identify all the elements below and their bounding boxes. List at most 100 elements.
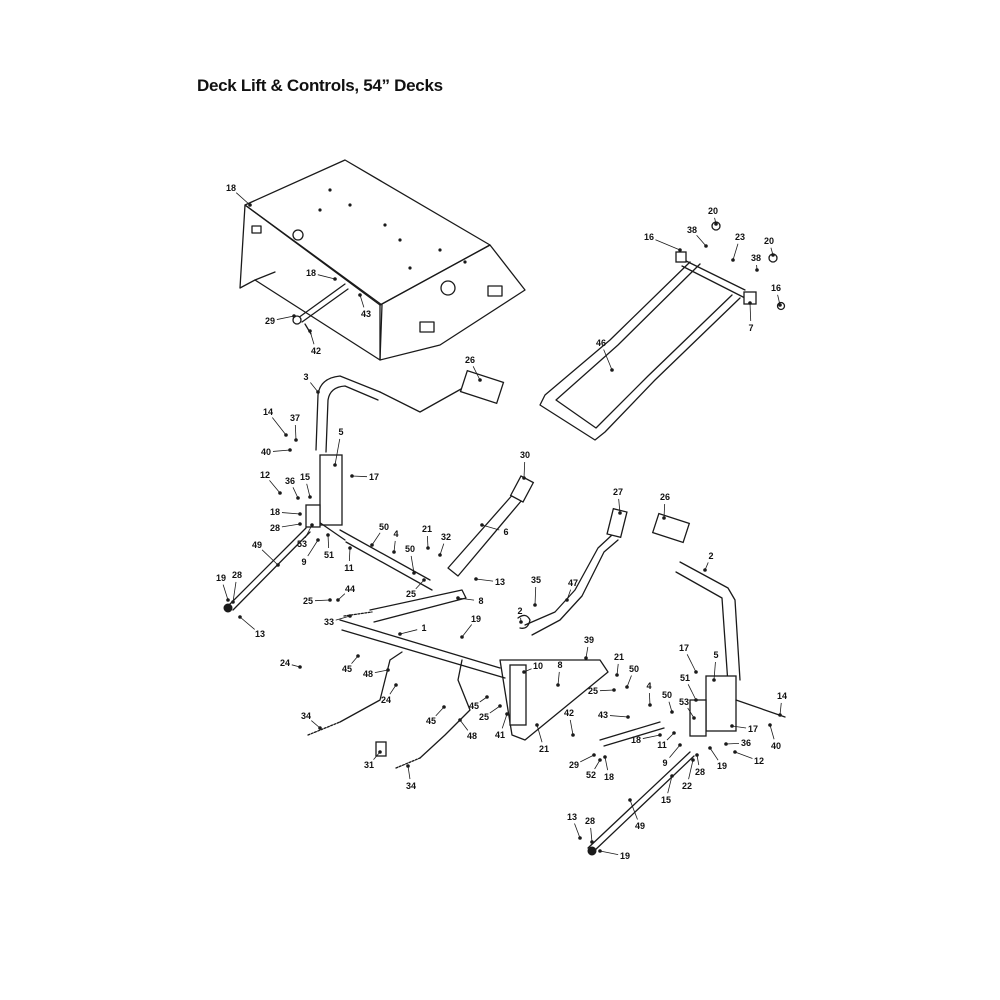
callout-label: 5 — [713, 650, 718, 660]
callout-leader — [310, 382, 319, 393]
callout-19: 19 — [598, 849, 630, 861]
callout-23: 23 — [731, 232, 745, 262]
callout-dot — [298, 665, 302, 669]
callout-leader — [461, 624, 473, 638]
callout-leader — [604, 756, 609, 771]
callout-dot — [284, 433, 288, 437]
callout-label: 45 — [426, 716, 436, 726]
callout-dot — [704, 244, 708, 248]
callout-43: 43 — [598, 710, 630, 720]
callout-label: 25 — [479, 712, 489, 722]
callout-dot — [406, 764, 410, 768]
callout-24: 24 — [381, 683, 398, 705]
callout-label: 46 — [596, 338, 606, 348]
callout-34: 34 — [406, 764, 416, 791]
callout-dot — [695, 753, 699, 757]
right-lift-lever — [599, 512, 786, 747]
callout-dot — [442, 705, 446, 709]
callout-label: 44 — [345, 584, 355, 594]
callout-dot — [350, 474, 354, 478]
callout-leader — [281, 523, 301, 528]
callout-dot — [694, 698, 698, 702]
callout-dot — [288, 448, 292, 452]
callout-leader — [609, 715, 629, 718]
callout-label: 8 — [478, 596, 483, 606]
callout-50: 50 — [405, 544, 416, 575]
callout-label: 18 — [270, 507, 280, 517]
callout-label: 8 — [557, 660, 562, 670]
callout-28: 28 — [270, 522, 302, 533]
callout-leader — [311, 720, 321, 729]
callout-leader — [481, 524, 500, 531]
callout-18: 18 — [270, 507, 302, 517]
callout-label: 35 — [531, 575, 541, 585]
callout-label: 51 — [324, 550, 334, 560]
callout-dot — [612, 688, 616, 692]
callout-leader — [626, 675, 632, 688]
callout-label: 16 — [644, 232, 654, 242]
callout-label: 39 — [584, 635, 594, 645]
callout-dot — [460, 635, 464, 639]
callout-leader — [294, 424, 297, 441]
callout-leader — [557, 671, 560, 686]
callout-dot — [519, 620, 523, 624]
callout-leader — [599, 850, 619, 856]
callout-leader — [393, 540, 396, 553]
callout-leader — [407, 765, 411, 780]
callout-leader — [222, 584, 229, 601]
callout-leader — [566, 589, 572, 601]
callout-dot — [592, 753, 596, 757]
callout-leader — [749, 302, 752, 322]
callout-label: 20 — [764, 236, 774, 246]
callout-dot — [438, 553, 442, 557]
callout-leader — [334, 438, 341, 466]
callout-13: 13 — [567, 812, 582, 840]
callout-16: 16 — [644, 232, 682, 252]
callout-label: 27 — [613, 487, 623, 497]
callout-label: 25 — [303, 596, 313, 606]
callout-label: 3 — [303, 372, 308, 382]
callout-label: 7 — [748, 323, 753, 333]
callout-label: 40 — [771, 741, 781, 751]
callout-label: 51 — [680, 673, 690, 683]
callout-dot — [426, 546, 430, 550]
callout-dot — [356, 654, 360, 658]
callout-25: 25 — [406, 578, 426, 599]
callout-18: 18 — [306, 268, 337, 281]
callout-41: 41 — [495, 712, 509, 740]
callout-dot — [276, 563, 280, 567]
callout-dot — [386, 668, 390, 672]
callout-39: 39 — [584, 635, 594, 660]
callout-52: 52 — [586, 758, 602, 780]
callout-leader — [642, 734, 661, 739]
callout-51: 51 — [324, 533, 334, 560]
callout-dot — [708, 746, 712, 750]
callout-leader — [585, 646, 589, 659]
callout-label: 40 — [261, 447, 271, 457]
callout-34: 34 — [301, 711, 322, 730]
callout-dot — [590, 840, 594, 844]
callout-label: 37 — [290, 413, 300, 423]
callout-label: 34 — [406, 781, 416, 791]
callout-dot — [672, 731, 676, 735]
callout-dot — [755, 268, 759, 272]
callout-dot — [714, 222, 718, 226]
callout-label: 34 — [301, 711, 311, 721]
callout-leader — [590, 827, 593, 843]
callout-45: 45 — [426, 705, 446, 726]
callout-5: 5 — [333, 427, 344, 467]
callout-dot — [733, 750, 737, 754]
callout-dot — [598, 849, 602, 853]
callout-4: 4 — [646, 681, 652, 707]
callout-dot — [730, 724, 734, 728]
callout-45: 45 — [342, 654, 360, 674]
callout-label: 32 — [441, 532, 451, 542]
callout-leader — [389, 684, 397, 695]
callout-leader — [327, 534, 330, 549]
callout-leader — [667, 775, 673, 794]
callout-leader — [314, 599, 331, 602]
callout-label: 50 — [405, 544, 415, 554]
callout-9: 9 — [301, 538, 320, 567]
